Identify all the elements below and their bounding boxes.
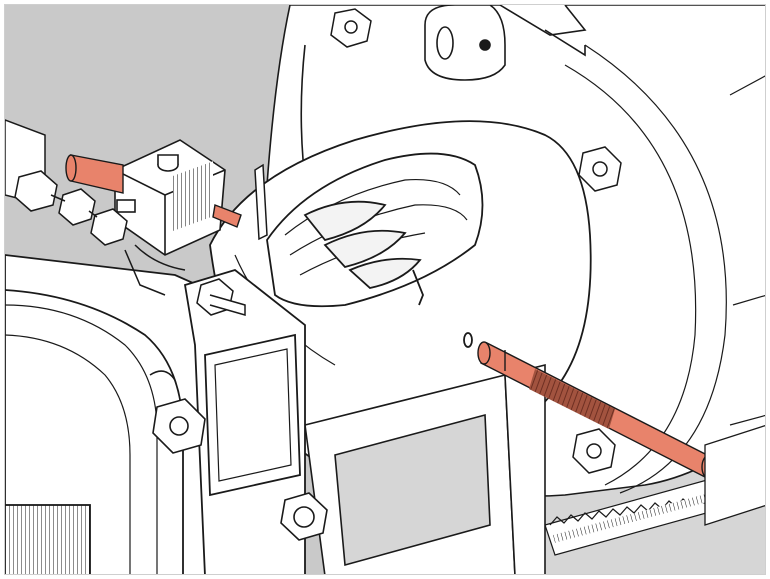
fitting-nut-3	[90, 208, 128, 246]
mechanism-drawing	[5, 5, 765, 574]
support-bracket	[304, 363, 546, 574]
bolt-head-top-left	[330, 8, 372, 48]
cylinder-window	[266, 152, 484, 308]
bolt-head-gearbox	[152, 398, 206, 454]
solenoid-valve	[114, 139, 226, 256]
bolt-head-gearbox-lower	[280, 492, 328, 541]
base-stand	[704, 424, 765, 526]
gearbox-bolts	[149, 370, 328, 541]
highlighted-pin-upper	[65, 154, 242, 228]
illustration-frame	[4, 4, 766, 575]
nameplate	[5, 504, 91, 574]
top-collar	[424, 5, 587, 81]
fittings	[5, 119, 268, 316]
fitting-nut-2	[58, 188, 96, 226]
gearbox-block	[5, 254, 306, 574]
bolt-head-lower-right	[572, 428, 616, 474]
fitting-nut-1	[14, 170, 58, 212]
